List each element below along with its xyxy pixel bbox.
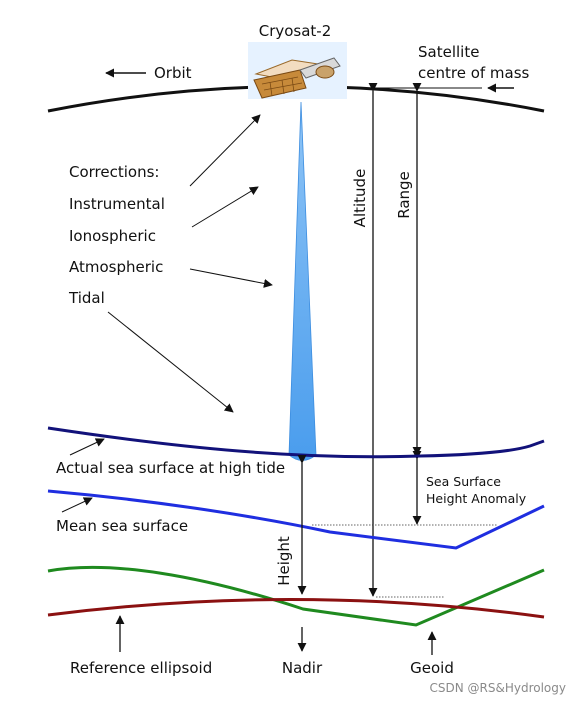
centre-of-mass-label-line1: Satellite: [418, 43, 479, 61]
correction-ionospheric: Ionospheric: [69, 227, 156, 245]
ssha-label-line1: Sea Surface: [426, 474, 501, 489]
actual-sea-pointer: [69, 438, 105, 456]
correction-atmospheric: Atmospheric: [69, 258, 163, 276]
tidal-arrow: [107, 311, 234, 413]
actual-sea-surface-label: Actual sea surface at high tide: [56, 459, 285, 477]
atmospheric-arrow: [189, 268, 273, 288]
satellite-icon: [248, 42, 347, 99]
geoid-line: [47, 565, 545, 627]
correction-tidal: Tidal: [68, 289, 105, 307]
watermark: CSDN @RS&Hydrology: [430, 681, 567, 695]
mean-sea-surface-line: [47, 489, 545, 550]
instrumental-arrow: [189, 114, 261, 187]
reference-ellipsoid-label: Reference ellipsoid: [70, 659, 212, 677]
centre-of-mass-label-line2: centre of mass: [418, 64, 530, 82]
altitude-label: Altitude: [351, 169, 369, 228]
height-label: Height: [275, 536, 293, 586]
orbit-label: Orbit: [154, 64, 192, 82]
correction-instrumental: Instrumental: [69, 195, 165, 213]
ssha-label-line2: Height Anomaly: [426, 491, 527, 506]
geoid-label: Geoid: [410, 659, 454, 677]
corrections-title: Corrections:: [69, 163, 159, 181]
mean-sea-pointer: [61, 497, 93, 513]
satellite-name: Cryosat-2: [259, 22, 332, 40]
actual-sea-surface-line: [47, 426, 545, 459]
nadir-label: Nadir: [282, 659, 323, 677]
range-label: Range: [395, 171, 413, 219]
mean-sea-surface-label: Mean sea surface: [56, 517, 188, 535]
ionospheric-arrow: [191, 186, 259, 228]
radar-beam: [288, 101, 317, 461]
reference-ellipsoid-line: [47, 597, 545, 619]
